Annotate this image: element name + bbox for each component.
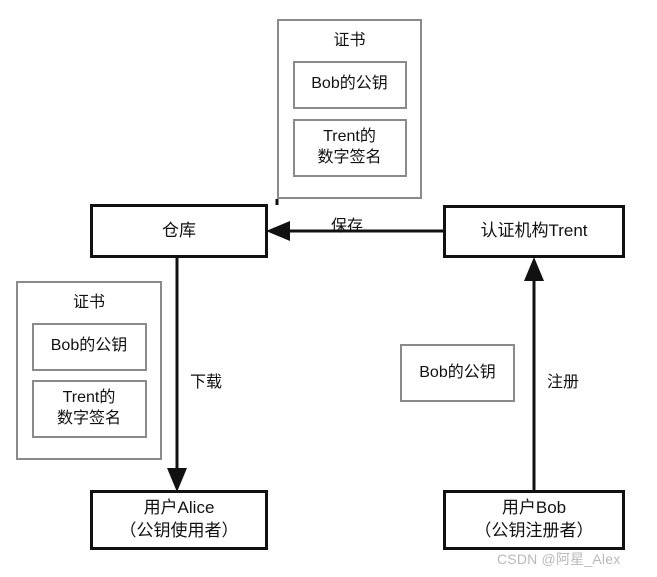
- bob-public-key-label: Bob的公钥: [419, 364, 496, 382]
- watermark: CSDN @阿星_Alex: [497, 551, 621, 567]
- arrow-download-label: 下载: [190, 374, 223, 391]
- certificate-left: 证书 Bob的公钥 Trent的 数字签名: [16, 281, 162, 460]
- certificate-top-signature-line1: Trent的: [323, 127, 376, 145]
- arrow-register-label: 注册: [547, 374, 580, 391]
- alice-line2: （公钥使用者）: [119, 521, 239, 540]
- arrow-register-head: [524, 257, 544, 281]
- repository-label: 仓库: [162, 220, 196, 240]
- arrow-save-label: 保存: [331, 218, 364, 235]
- bob-line1: 用户Bob: [501, 498, 567, 518]
- certificate-top-public-key-label: Bob的公钥: [311, 75, 388, 93]
- certificate-top: 证书 Bob的公钥 Trent的 数字签名: [277, 19, 422, 199]
- certificate-left-signature-line1: Trent的: [62, 388, 116, 406]
- alice-box: 用户Alice （公钥使用者）: [90, 490, 268, 550]
- bob-public-key-box: Bob的公钥: [400, 344, 515, 402]
- certificate-left-signature-box: Trent的 数字签名: [31, 379, 147, 438]
- certificate-top-public-key-box: Bob的公钥: [292, 60, 407, 109]
- bob-box: 用户Bob （公钥注册者）: [443, 490, 625, 550]
- authority-box: 认证机构Trent: [443, 205, 625, 258]
- certificate-left-title: 证书: [72, 294, 105, 311]
- authority-label: 认证机构Trent: [480, 221, 588, 241]
- certificate-left-signature-line2: 数字签名: [56, 409, 121, 427]
- arrow-save-head: [266, 221, 290, 241]
- alice-line1: 用户Alice: [143, 498, 215, 518]
- certificate-top-signature-box: Trent的 数字签名: [292, 118, 407, 177]
- certificate-top-signature-line2: 数字签名: [317, 148, 382, 166]
- bob-line2: （公钥注册者）: [474, 521, 594, 540]
- certificate-left-public-key-box: Bob的公钥: [31, 322, 147, 371]
- repository-box: 仓库: [90, 204, 268, 258]
- certificate-top-title: 证书: [333, 32, 366, 49]
- certificate-left-public-key-label: Bob的公钥: [50, 337, 128, 355]
- arrow-download-head: [167, 468, 187, 492]
